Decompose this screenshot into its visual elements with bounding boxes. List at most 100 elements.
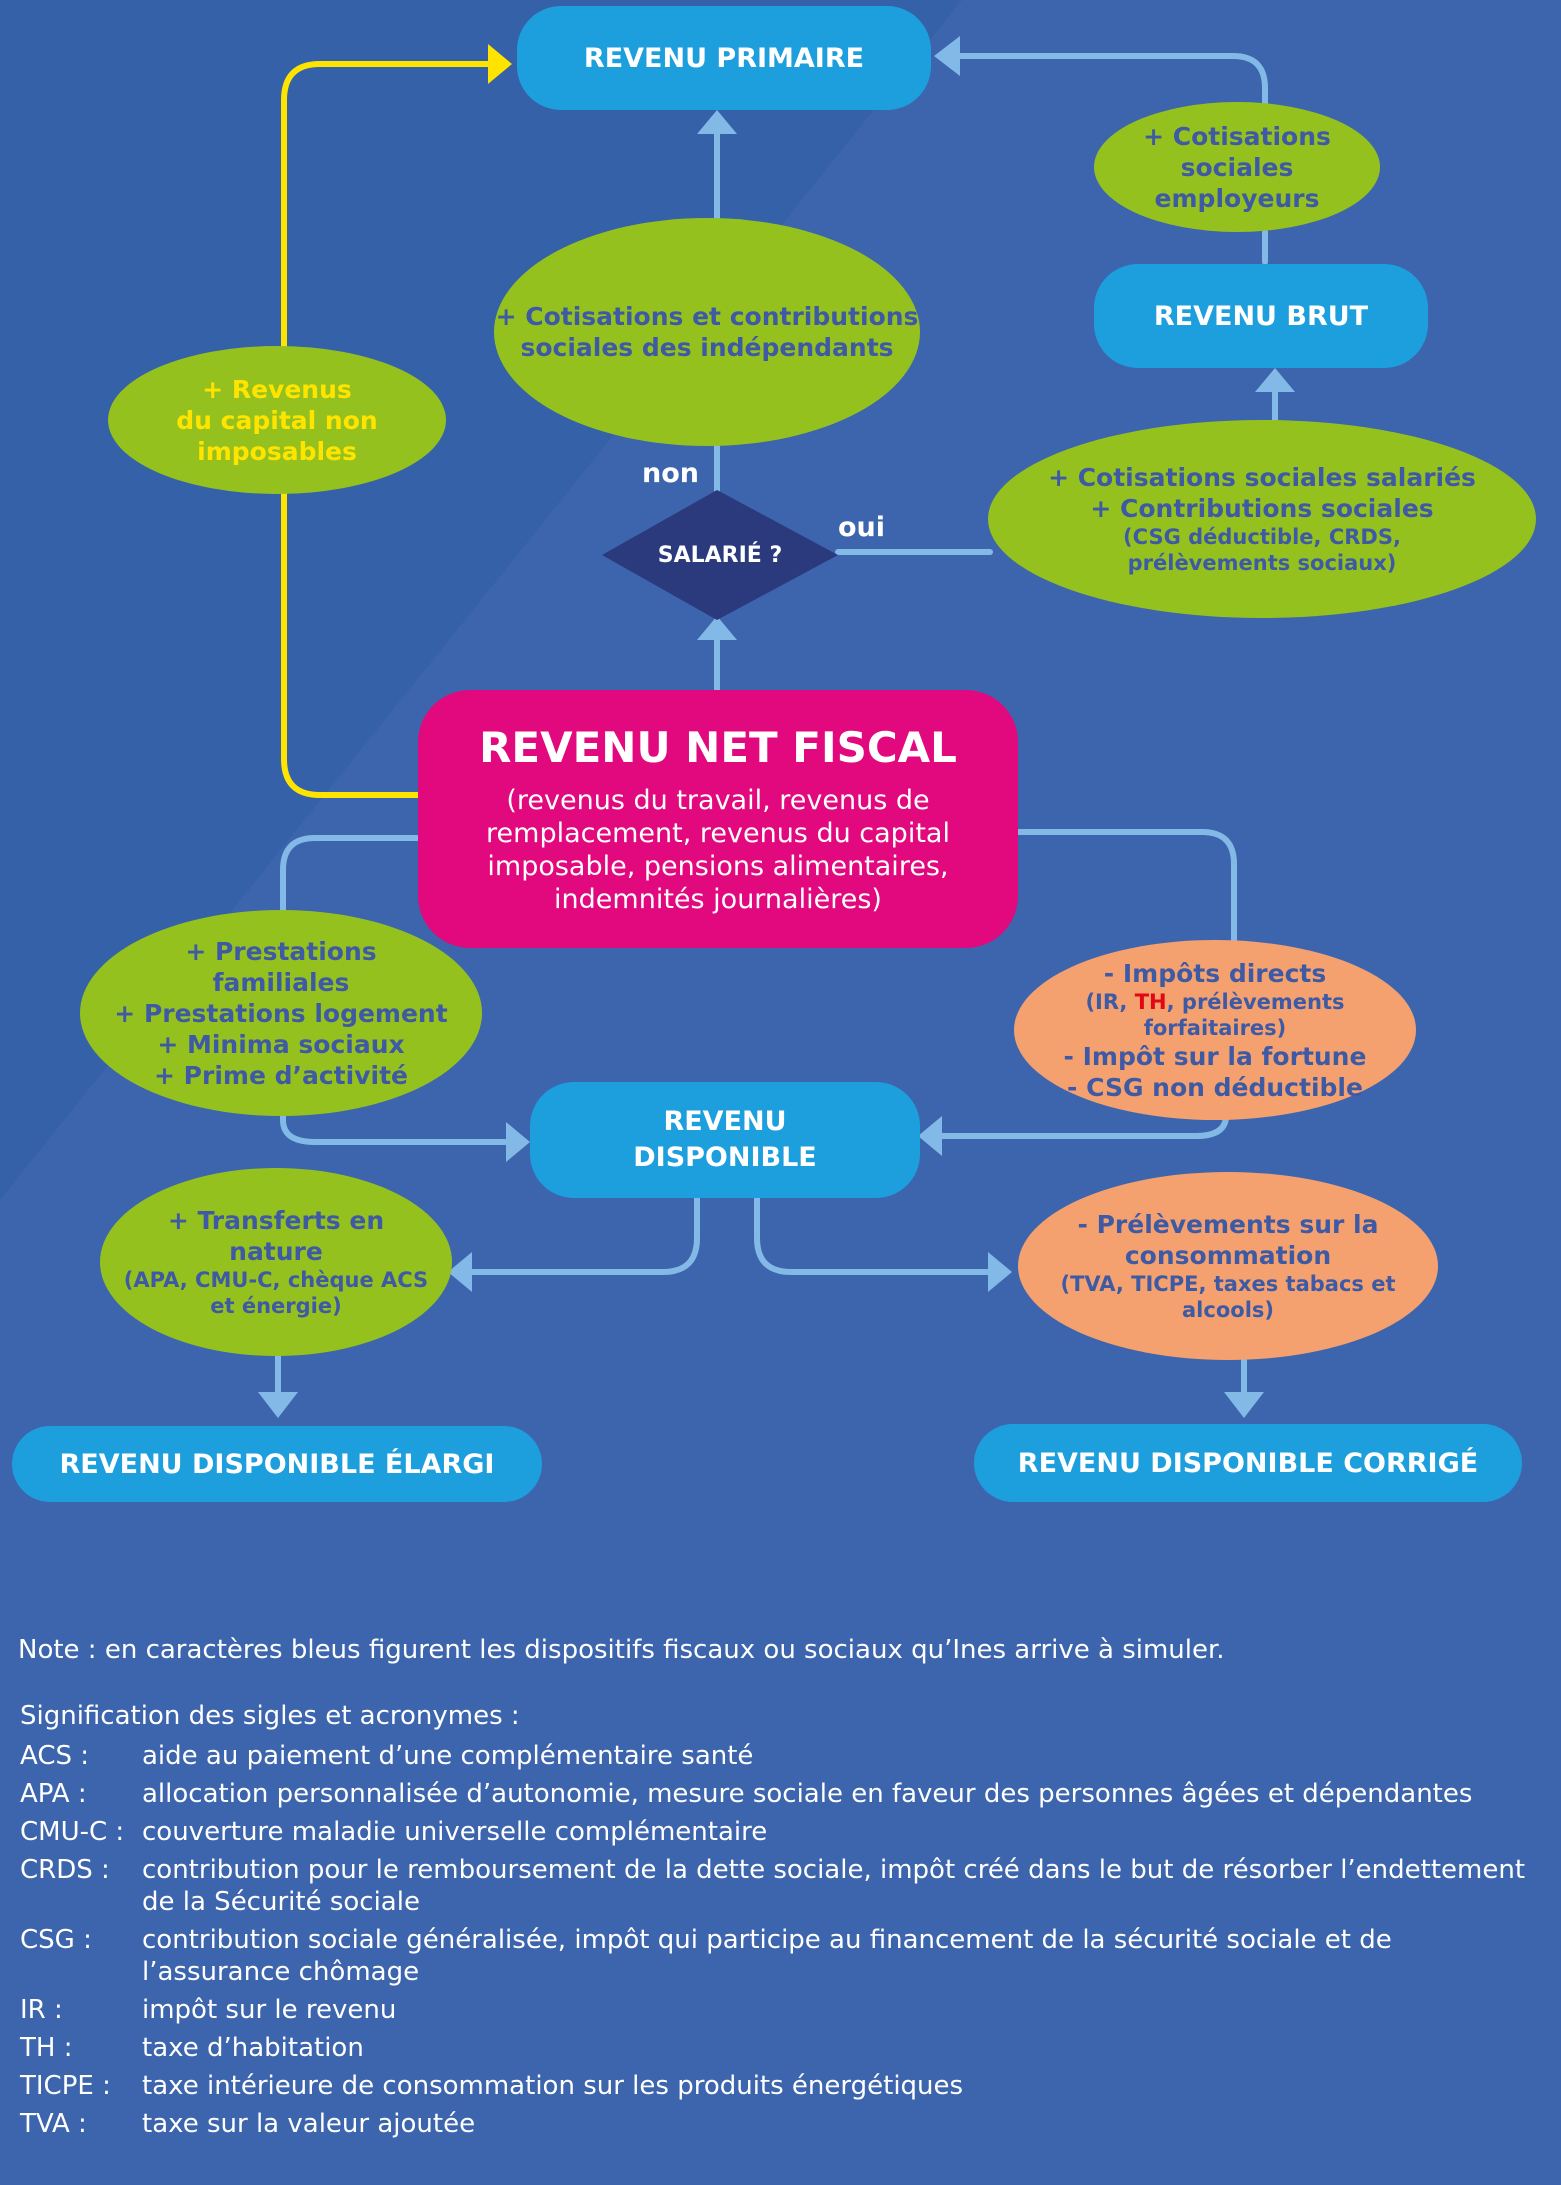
revenu-net-fiscal-title: REVENU NET FISCAL (479, 722, 957, 772)
impots-detail-th: TH (1134, 989, 1167, 1014)
acronym-row: APA : allocation personnalisée d’autonom… (18, 1778, 1538, 1810)
arrowhead-capital-to-primaire (488, 44, 512, 84)
revenu-primaire-label: REVENU PRIMAIRE (583, 42, 865, 74)
acronym-definition: allocation personnalisée d’autonomie, me… (142, 1779, 1473, 1809)
acronym-row: TH : taxe d’habitation (18, 2032, 1538, 2064)
cotisations-independants-ellipse: + Cotisations et contributions sociales … (494, 218, 920, 446)
revenus-capital-ellipse: + Revenus du capital non imposables (108, 346, 446, 494)
impots-detail-prefix: (IR, (1085, 989, 1135, 1014)
revenus-capital-line-1: + Revenus (202, 374, 352, 404)
branch-label-oui: oui (838, 512, 886, 543)
prestations-ellipse: + Prestations familiales + Prestations l… (80, 910, 482, 1116)
acronym-abbr: TH : (20, 2033, 73, 2063)
revenu-net-fiscal-sub-3: imposable, pensions alimentaires, (487, 850, 949, 882)
acronym-row: TVA : taxe sur la valeur ajoutée (18, 2108, 1538, 2140)
connector-disponible-to-transferts (467, 1195, 700, 1275)
acronym-row: CSG : contribution sociale généralisée, … (18, 1924, 1538, 1988)
transferts-line-2: nature (229, 1237, 323, 1266)
branch-label-non: non (642, 458, 699, 489)
impots-line-csg: - CSG non déductible (1067, 1072, 1363, 1102)
prestations-line-5: + Prime d’activité (154, 1060, 408, 1090)
acronym-definition: aide au paiement d’une complémentaire sa… (142, 1741, 754, 1771)
arrowhead-to-transferts (448, 1252, 472, 1292)
acronym-abbr: CRDS : (20, 1855, 110, 1885)
revenu-disponible-elargi-box: REVENU DISPONIBLE ÉLARGI (12, 1426, 542, 1502)
cotisations-employeurs-ellipse: + Cotisations sociales employeurs (1094, 102, 1380, 232)
connector-fiscal-to-prestations (280, 835, 421, 913)
acronym-row: IR : impôt sur le revenu (18, 1994, 1538, 2026)
impots-detail-suffix: , prélèvements (1166, 989, 1345, 1014)
acronym-definition: taxe intérieure de consommation sur les … (142, 2071, 964, 2101)
impots-title: - Impôts directs (1103, 958, 1327, 988)
arrowhead-to-brut (1255, 368, 1295, 392)
connector-capital-to-primaire (281, 61, 493, 349)
prelevements-line-2: consommation (1124, 1241, 1332, 1270)
cotisations-employeurs-line-1: + Cotisations (1143, 121, 1331, 151)
prelevements-line-1: - Prélèvements sur la (1077, 1210, 1379, 1239)
revenus-capital-line-2: du capital non (176, 405, 378, 435)
acronym-abbr: ACS : (20, 1741, 90, 1771)
cotisations-salaries-line-2: + Contributions sociales (1090, 494, 1434, 523)
revenu-disponible-line-2: DISPONIBLE (633, 1142, 817, 1173)
arrowhead-to-salarie (697, 616, 737, 640)
acronym-abbr: APA : (20, 1779, 87, 1809)
salarie-label: SALARIÉ ? (657, 542, 783, 568)
prestations-line-2: familiales (212, 967, 350, 997)
revenu-primaire-box: REVENU PRIMAIRE (517, 6, 931, 110)
revenu-net-fiscal-sub-4: indemnités journalières) (554, 883, 882, 915)
revenu-disponible-elargi-label: REVENU DISPONIBLE ÉLARGI (59, 1448, 495, 1480)
connector-fiscal-to-impots (1015, 829, 1237, 943)
transferts-detail-1: (APA, CMU-C, chèque ACS (123, 1268, 429, 1292)
arrowhead-to-corrige (1224, 1392, 1264, 1418)
acronym-row: TICPE : taxe intérieure de consommation … (18, 2070, 1538, 2102)
acronym-abbr: IR : (20, 1995, 63, 2025)
arrowhead-to-elargi (258, 1392, 298, 1418)
acronym-abbr: CSG : (20, 1925, 92, 1955)
transferts-detail-2: et énergie) (210, 1294, 342, 1318)
acronym-row: CMU-C : couverture maladie universelle c… (18, 1816, 1538, 1848)
revenu-disponible-box: REVENU DISPONIBLE (530, 1082, 920, 1198)
arrowhead-impots-to-disponible (918, 1116, 942, 1156)
impots-line-fortune: - Impôt sur la fortune (1063, 1041, 1367, 1071)
cotisations-employeurs-line-2: sociales (1180, 152, 1294, 182)
acronyms-list: ACS : aide au paiement d’une complémenta… (18, 1740, 1538, 2140)
acronym-row: ACS : aide au paiement d’une complémenta… (18, 1740, 1538, 1772)
notes-section: Note : en caractères bleus figurent les … (18, 1634, 1538, 2146)
connector-impots-to-disponible (937, 1115, 1229, 1139)
acronyms-title: Signification des sigles et acronymes : (20, 1701, 520, 1731)
prestations-line-1: + Prestations (185, 936, 377, 966)
impots-detail-1: (IR, TH, prélèvements (1085, 989, 1344, 1015)
acronym-definition: couverture maladie universelle complémen… (142, 1817, 768, 1847)
cotisations-salaries-detail-1: (CSG déductible, CRDS, (1123, 525, 1401, 549)
cotisations-salaries-detail-2: prélèvements sociaux) (1127, 551, 1397, 575)
transferts-line-1: + Transferts en (167, 1206, 385, 1235)
cotisations-employeurs-line-3: employeurs (1154, 183, 1320, 213)
acronym-abbr: TVA : (20, 2109, 87, 2139)
cotisations-independants-line-1: + Cotisations et contributions (495, 302, 919, 331)
acronym-definition: taxe d’habitation (142, 2033, 364, 2063)
acronym-definition: contribution pour le remboursement de la… (142, 1855, 1526, 1917)
revenu-net-fiscal-sub-1: (revenus du travail, revenus de (506, 784, 930, 816)
cotisations-independants-line-2: sociales des indépendants (520, 333, 894, 362)
prelevements-ellipse: - Prélèvements sur la consommation (TVA,… (1018, 1172, 1438, 1360)
prestations-line-3: + Prestations logement (114, 998, 448, 1028)
note-text: Note : en caractères bleus figurent les … (18, 1635, 1225, 1665)
acronym-definition: taxe sur la valeur ajoutée (142, 2109, 476, 2139)
cotisations-salaries-line-1: + Cotisations sociales salariés (1048, 463, 1476, 492)
acronym-abbr: TICPE : (20, 2071, 111, 2101)
revenu-brut-box: REVENU BRUT (1094, 264, 1428, 368)
arrowhead-to-primaire-bottom (697, 110, 737, 134)
revenu-disponible-corrige-label: REVENU DISPONIBLE CORRIGÉ (1017, 1447, 1479, 1479)
cotisations-salaries-ellipse: + Cotisations sociales salariés + Contri… (988, 420, 1536, 618)
acronym-row: CRDS : contribution pour le remboursemen… (18, 1854, 1538, 1918)
arrowhead-prestations-to-disponible (506, 1122, 530, 1162)
arrowhead-to-primaire-right (934, 36, 960, 76)
arrowhead-to-prelevements (988, 1252, 1012, 1292)
revenu-disponible-corrige-box: REVENU DISPONIBLE CORRIGÉ (974, 1424, 1522, 1502)
impots-detail-2: forfaitaires) (1143, 1015, 1287, 1040)
acronym-definition: contribution sociale généralisée, impôt … (142, 1925, 1392, 1987)
connector-fiscal-to-capital (281, 487, 421, 798)
acronym-definition: impôt sur le revenu (142, 1995, 397, 2025)
revenu-brut-label: REVENU BRUT (1153, 300, 1369, 332)
